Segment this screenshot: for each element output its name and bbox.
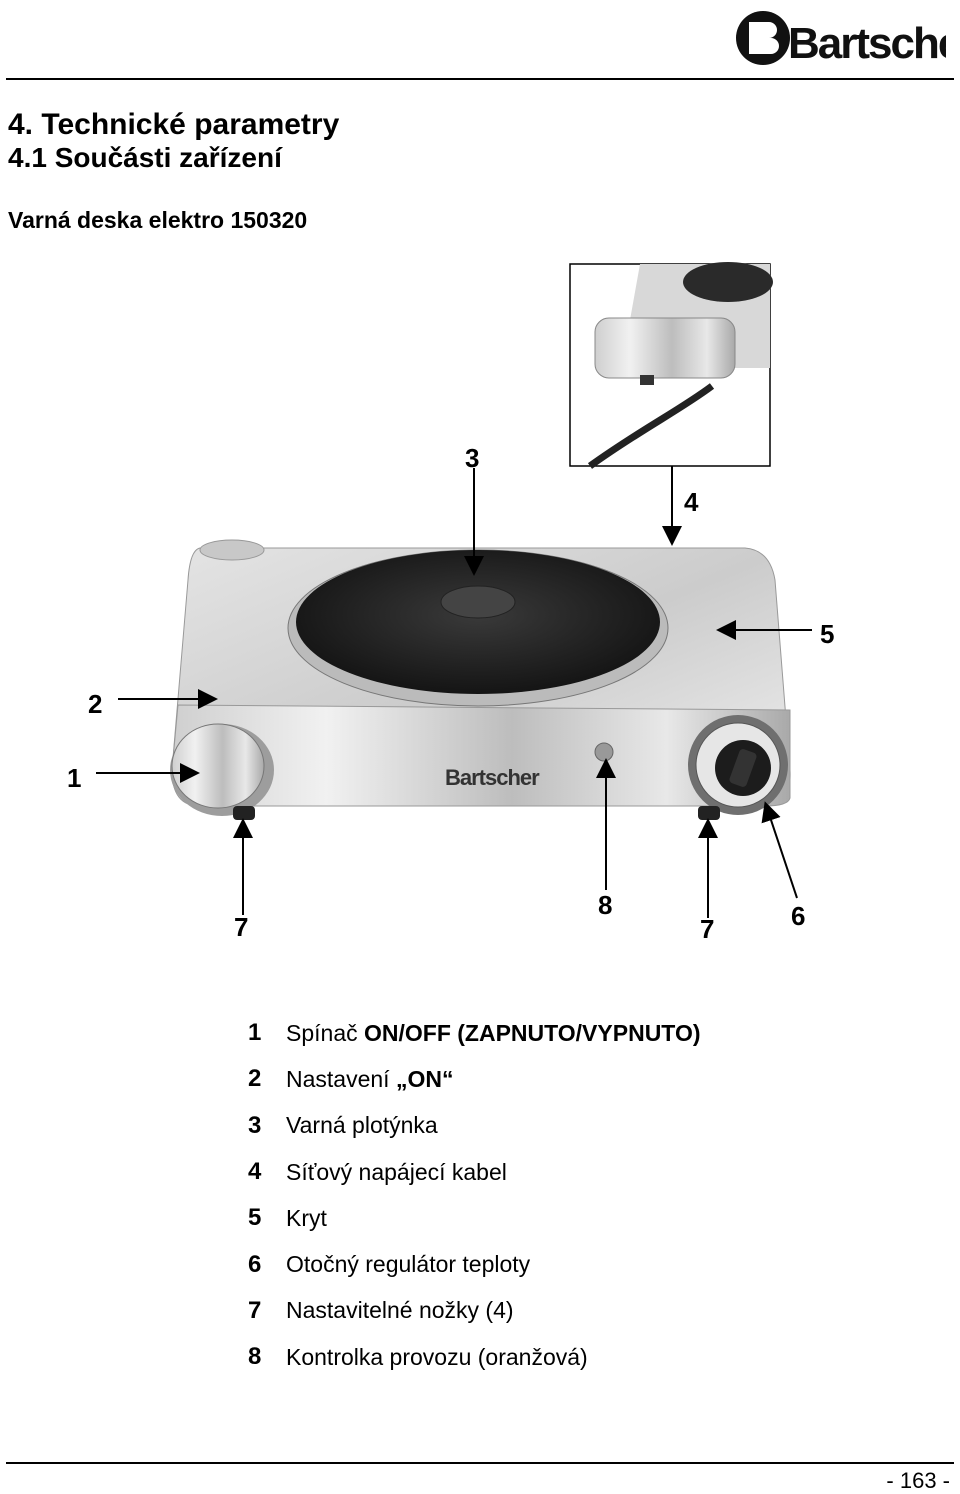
callout-label-1: 1: [67, 763, 81, 793]
page-number: - 163 -: [886, 1468, 950, 1493]
inset-cable-photo: [569, 262, 773, 469]
legend-bold-text: „ON“: [395, 1065, 454, 1092]
callout-label-4: 4: [684, 487, 699, 517]
section-title: 4. Technické parametry: [8, 108, 340, 141]
device-logo: Bartscher: [445, 765, 540, 790]
callout-label-7-left: 7: [234, 912, 248, 942]
header-rule: [6, 78, 954, 80]
legend-item: 4 Síťový napájecí kabel: [248, 1149, 701, 1195]
legend-number: 1: [248, 1019, 262, 1047]
callout-label-2: 2: [88, 689, 102, 719]
legend-number: 3: [248, 1111, 262, 1139]
legend-item: 8 Kontrolka provozu (oranžová): [248, 1334, 701, 1380]
legend-number: 4: [248, 1158, 262, 1186]
legend-number: 8: [248, 1343, 262, 1371]
legend-text: Varná plotýnka: [286, 1112, 438, 1139]
callout-label-7-right: 7: [700, 914, 714, 944]
legend-text: Kontrolka provozu (oranžová): [286, 1343, 588, 1370]
legend-text: Otočný regulátor teploty: [286, 1251, 531, 1278]
callout-label-8: 8: [598, 890, 612, 920]
legend-text: Nastavení: [286, 1065, 390, 1092]
hotplate-diagram: Bartscher 3 4 5 2 1 7 8 7 6: [67, 262, 834, 944]
legend-item: 3 Varná plotýnka: [248, 1103, 701, 1149]
logo-wordmark: Bartscher: [788, 19, 946, 68]
product-name: Varná deska elektro 150320: [8, 207, 308, 233]
footer-rule: [6, 1462, 954, 1464]
legend-bold-text: ON/OFF (ZAPNUTO/VYPNUTO): [364, 1019, 701, 1046]
callout-label-6: 6: [791, 901, 805, 931]
legend-item: 6 Otočný regulátor teploty: [248, 1241, 701, 1287]
legend-text: Spínač: [286, 1019, 358, 1046]
legend-item: 7 Nastavitelné nožky (4): [248, 1288, 701, 1334]
bartscher-logo: Bartscher: [736, 11, 946, 68]
legend-number: 7: [248, 1296, 262, 1324]
callout-label-3: 3: [465, 443, 479, 473]
legend-number: 6: [248, 1250, 262, 1278]
legend-item: 2 Nastavení „ON“: [248, 1056, 701, 1102]
legend-item: 5 Kryt: [248, 1195, 701, 1241]
legend-text: Kryt: [286, 1204, 327, 1231]
hotplate-device: Bartscher: [170, 539, 791, 820]
legend-item: 1 Spínač ON/OFF (ZAPNUTO/VYPNUTO): [248, 1010, 701, 1056]
callout-label-5: 5: [820, 619, 834, 649]
legend-number: 5: [248, 1204, 262, 1232]
legend-text: Síťový napájecí kabel: [286, 1158, 507, 1185]
legend-number: 2: [248, 1065, 262, 1093]
section-subtitle: 4.1 Součásti zařízení: [8, 142, 282, 173]
legend-text: Nastavitelné nožky (4): [286, 1297, 514, 1324]
callout-arrow-6: [761, 801, 798, 899]
